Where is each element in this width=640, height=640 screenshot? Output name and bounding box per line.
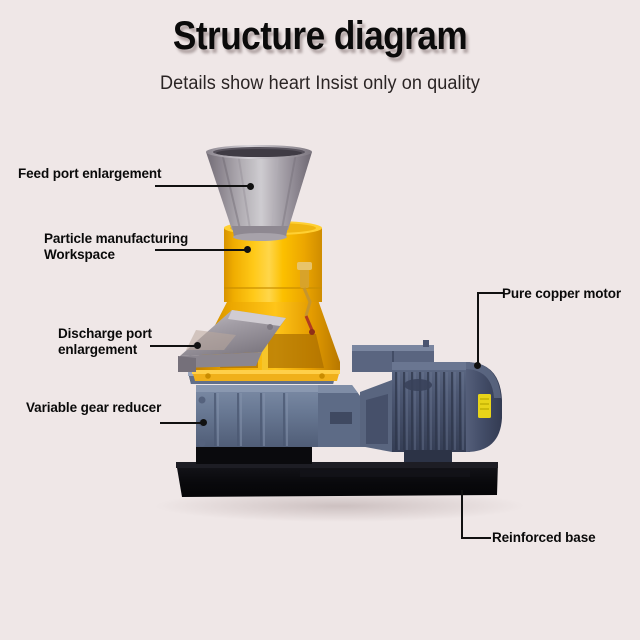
leader-line-workspace bbox=[155, 249, 247, 251]
callout-feed-port: Feed port enlargement bbox=[18, 166, 162, 181]
leader-dot-workspace bbox=[244, 246, 251, 253]
grinding-chamber bbox=[192, 221, 340, 381]
leader-vert-reinforced-base bbox=[461, 490, 463, 538]
leader-line-discharge-port bbox=[150, 345, 198, 347]
callout-copper-motor: Pure copper motor bbox=[502, 286, 622, 301]
electric-motor bbox=[352, 340, 502, 462]
discharge-chute bbox=[178, 310, 286, 372]
callout-reinforced-base: Reinforced base bbox=[492, 530, 596, 545]
side-fitting bbox=[297, 262, 315, 335]
leader-dot-feed-port bbox=[247, 183, 254, 190]
leader-dot-copper-motor bbox=[474, 362, 481, 369]
ground-shadow bbox=[155, 490, 525, 522]
feed-hopper bbox=[206, 145, 312, 241]
callout-discharge-port: Discharge port enlargement bbox=[58, 326, 152, 357]
callout-workspace: Particle manufacturing Workspace bbox=[44, 231, 189, 262]
leader-line-feed-port bbox=[155, 185, 250, 187]
leader-line-gear-reducer bbox=[160, 422, 204, 424]
leader-line-copper-motor bbox=[477, 292, 503, 294]
leader-dot-discharge-port bbox=[194, 342, 201, 349]
page-title: Structure diagram bbox=[172, 14, 468, 58]
leader-line-reinforced-base bbox=[461, 537, 491, 539]
header: Structure diagram Details show heart Ins… bbox=[0, 0, 640, 95]
gear-reducer bbox=[188, 372, 366, 447]
base-frame bbox=[176, 420, 498, 497]
page-subtitle: Details show heart Insist only on qualit… bbox=[160, 73, 480, 94]
callout-gear-reducer: Variable gear reducer bbox=[26, 400, 162, 415]
leader-vert-copper-motor bbox=[477, 292, 479, 367]
leader-dot-gear-reducer bbox=[200, 419, 207, 426]
motor-nameplate bbox=[478, 394, 491, 418]
